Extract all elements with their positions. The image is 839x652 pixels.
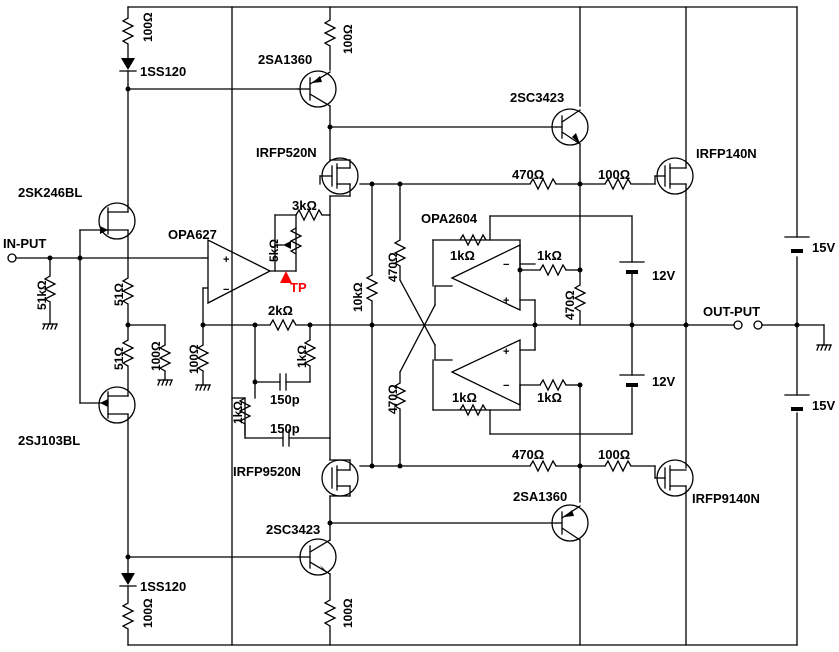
label-r-1k-a: 1kΩ	[295, 345, 309, 368]
label-q-top-small: 2SA1360	[258, 52, 312, 67]
label-r-470-a: 470Ω	[386, 252, 400, 282]
label-opamp-main: OPA627	[168, 227, 217, 242]
label-bat-15-bot: 15V	[812, 398, 835, 413]
label-c-150p-b: 150p	[270, 421, 300, 436]
opamp-2604b-icon	[450, 338, 521, 407]
label-bat-12-top: 12V	[652, 268, 675, 283]
label-input: IN-PUT	[3, 236, 46, 251]
label-q-bot-small: 2SC3423	[266, 522, 320, 537]
label-opamp-dual: OPA2604	[421, 211, 478, 226]
label-r-1k-l1: 1kΩ	[452, 390, 477, 405]
label-r-bot-left: 100Ω	[141, 598, 155, 628]
label-r-470-bot: 470Ω	[512, 447, 544, 462]
label-r-1k-u2: 1kΩ	[537, 248, 562, 263]
label-d-top: 1SS120	[140, 64, 186, 79]
output-ground-jack-icon[interactable]	[753, 320, 763, 330]
pin-minus-627: −	[223, 284, 229, 296]
label-fet-n-out: IRFP140N	[696, 146, 757, 161]
label-r-100-fb: 100Ω	[187, 344, 201, 374]
mosfet-p-driver-icon	[321, 459, 359, 497]
label-bat-15-top: 15V	[812, 240, 835, 255]
label-r-1k-b: 1kΩ	[231, 401, 245, 424]
label-output: OUT-PUT	[703, 304, 760, 319]
input-stage	[7, 6, 299, 646]
driver-stage	[297, 6, 557, 646]
pin-minus-2604a: −	[503, 259, 509, 271]
opa627-stage	[195, 208, 689, 447]
label-r-470-c: 470Ω	[563, 290, 577, 320]
label-fet-p-driver: IRFP9520N	[233, 464, 301, 479]
label-d-bot: 1SS120	[140, 579, 186, 594]
label-r-51-top: 51Ω	[112, 283, 126, 306]
label-q-bot-right: 2SA1360	[513, 489, 567, 504]
bjt-top-right-icon	[551, 108, 589, 146]
pin-plus-2604a: +	[503, 295, 509, 307]
input-jack-icon[interactable]	[7, 253, 17, 263]
label-q-top-right: 2SC3423	[510, 90, 564, 105]
label-r-top-left: 100Ω	[141, 12, 155, 42]
label-jfet-p: 2SJ103BL	[18, 433, 80, 448]
label-r-100-gate-top: 100Ω	[598, 167, 630, 182]
opamp-2604a-icon	[450, 243, 521, 312]
label-r-100-mid: 100Ω	[149, 341, 163, 371]
label-fet-n-driver: IRFP520N	[256, 145, 317, 160]
tp-marker-icon	[280, 271, 292, 283]
label-r-2k: 2kΩ	[268, 303, 293, 318]
label-r-in: 51kΩ	[35, 280, 49, 310]
label-c-150p-a: 150p	[270, 392, 300, 407]
opa2604-stage	[432, 215, 645, 435]
label-r-10k: 10kΩ	[351, 282, 365, 312]
label-r-1k-l2: 1kΩ	[537, 390, 562, 405]
pin-plus-2604b: +	[503, 346, 509, 358]
output-stage	[551, 6, 832, 646]
bjt-bot-right-icon	[551, 504, 589, 542]
label-r-top-small: 100Ω	[341, 24, 355, 54]
labels: 1SS120 1SS120 100Ω 100Ω 2SA1360 100Ω 2SC…	[3, 12, 835, 628]
jfet-n-icon	[98, 202, 136, 240]
label-bat-12-bot: 12V	[652, 374, 675, 389]
label-r-470-top: 470Ω	[512, 167, 544, 182]
label-jfet-n: 2SK246BL	[18, 185, 82, 200]
label-r-100-gate-bot: 100Ω	[598, 447, 630, 462]
label-r-470-b: 470Ω	[386, 384, 400, 414]
output-jack-icon[interactable]	[733, 320, 743, 330]
pin-minus-2604b: −	[503, 380, 509, 392]
label-r-1k-u1: 1kΩ	[450, 248, 475, 263]
opamp-627-icon	[207, 238, 272, 305]
diode-top-icon	[121, 58, 135, 70]
label-r-3k: 3kΩ	[292, 198, 317, 213]
label-tp: TP	[290, 280, 307, 295]
diode-bot-icon	[121, 573, 135, 585]
label-vr-5k: 5kΩ	[267, 239, 281, 262]
supply-rails	[127, 6, 798, 646]
label-fet-p-out: IRFP9140N	[692, 491, 760, 506]
pin-plus-627: +	[223, 254, 229, 266]
label-r-bot-small: 100Ω	[341, 598, 355, 628]
label-r-51-bot: 51Ω	[112, 347, 126, 370]
jfet-p-icon	[98, 386, 136, 424]
